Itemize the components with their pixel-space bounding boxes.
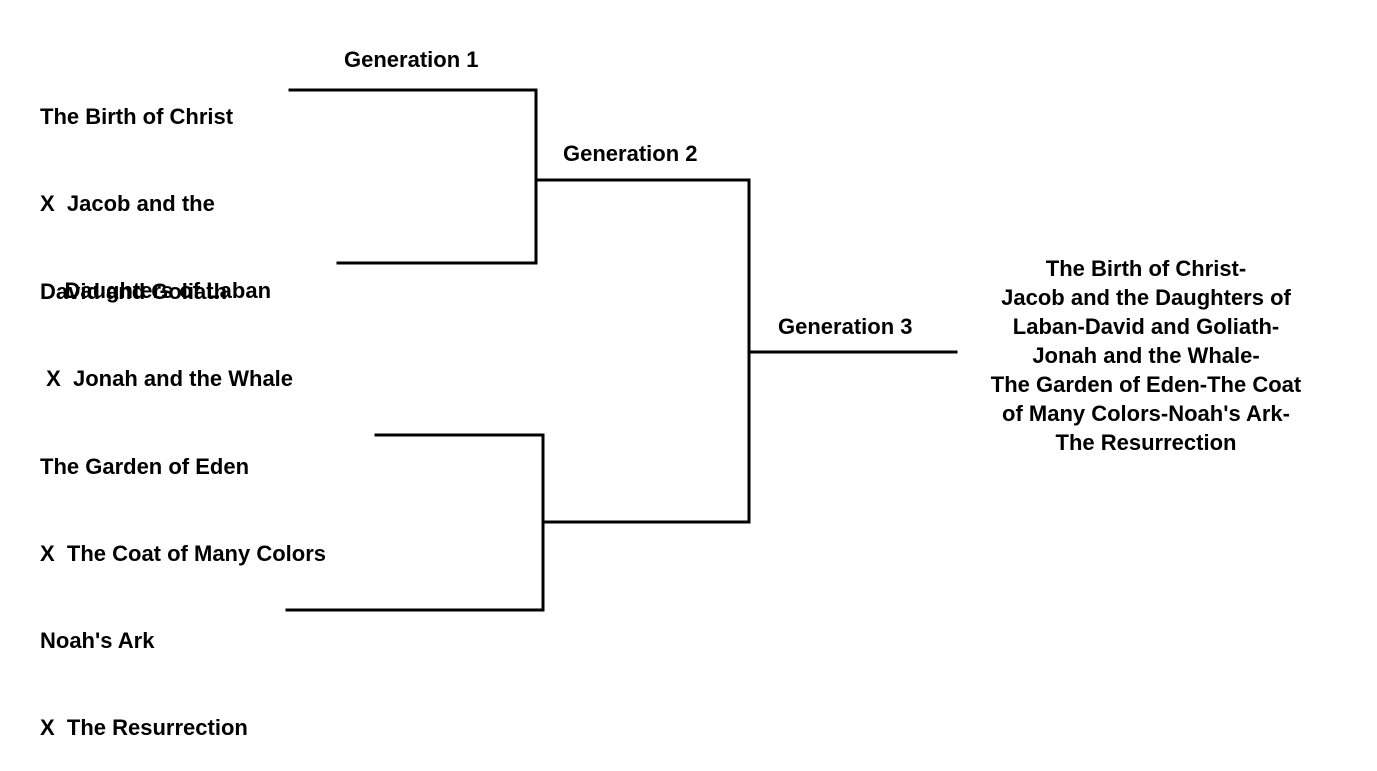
result-line: of Many Colors-Noah's Ark- [1002,401,1290,426]
result-line: The Garden of Eden-The Coat [990,372,1302,397]
result-line: Jonah and the Whale- [1032,343,1260,368]
result-line: Laban-David and Goliath- [1012,314,1280,339]
generation-1-label: Generation 1 [344,47,479,72]
generation-3-label: Generation 3 [778,314,913,339]
entry-line: The Birth of Christ [40,104,234,129]
entry-line: X The Resurrection [40,715,248,740]
bracket-lines [285,88,958,612]
result-line: Jacob and the Daughters of [1001,285,1291,310]
final-result: The Birth of Christ- Jacob and the Daugh… [960,254,1332,457]
entry-noah-vs-resurrection: Noah's Ark X The Resurrection [40,568,248,771]
entry-line: X Jacob and the [40,191,215,216]
result-line: The Birth of Christ- [1045,256,1247,281]
entry-line: Noah's Ark [40,628,155,653]
entry-line: X Jonah and the Whale [40,366,294,391]
generation-2-label: Generation 2 [563,141,698,166]
entry-birth-of-christ-vs-jacob: The Birth of Christ X Jacob and the Daug… [40,44,271,334]
entry-eden-vs-coat: The Garden of Eden X The Coat of Many Co… [40,394,326,597]
entry-line: David and Goliath [40,279,228,304]
entry-line: The Garden of Eden [40,454,250,479]
entry-line: X The Coat of Many Colors [40,541,327,566]
entry-david-vs-jonah: David and Goliath X Jonah and the Whale [40,219,293,422]
result-line: The Resurrection [1055,430,1237,455]
entry-line: Daughters of Laban [40,278,272,303]
